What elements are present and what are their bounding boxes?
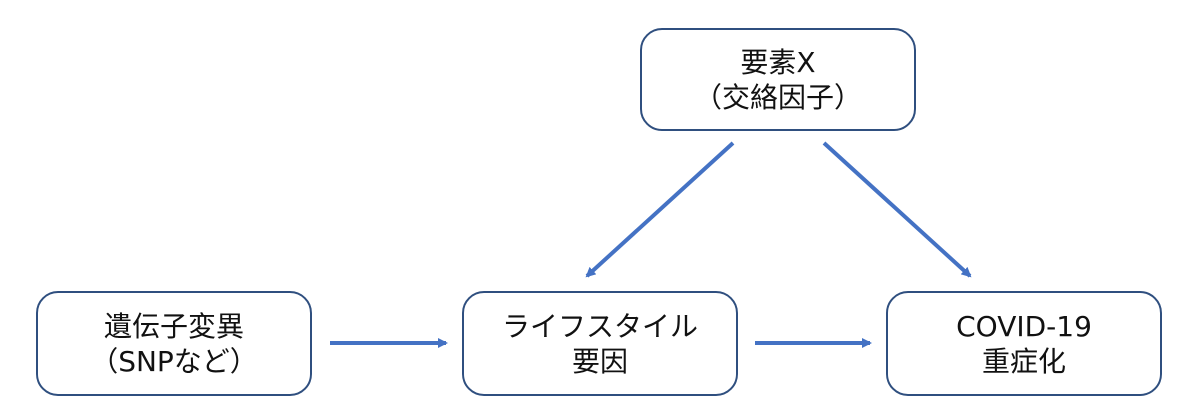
node-confounder-line2: （交絡因子） — [693, 80, 862, 114]
node-lifestyle-line1: ライフスタイル — [501, 309, 698, 343]
node-confounder: 要素X （交絡因子） — [640, 28, 916, 131]
node-covid-severity: COVID-19 重症化 — [886, 291, 1162, 396]
node-lifestyle-factor: ライフスタイル 要因 — [462, 291, 738, 396]
node-genetic-line2: （SNPなど） — [90, 344, 258, 378]
node-genetic-line1: 遺伝子変異 — [103, 309, 244, 343]
node-genetic-variant: 遺伝子変異 （SNPなど） — [36, 291, 312, 396]
node-covid-line1: COVID-19 — [956, 309, 1092, 343]
arrow-confounder-to-covid — [822, 141, 972, 278]
node-confounder-line1: 要素X — [740, 45, 816, 79]
arrow-confounder-to-lifestyle — [585, 141, 735, 278]
node-covid-line2: 重症化 — [981, 344, 1066, 378]
node-lifestyle-line2: 要因 — [571, 344, 628, 378]
